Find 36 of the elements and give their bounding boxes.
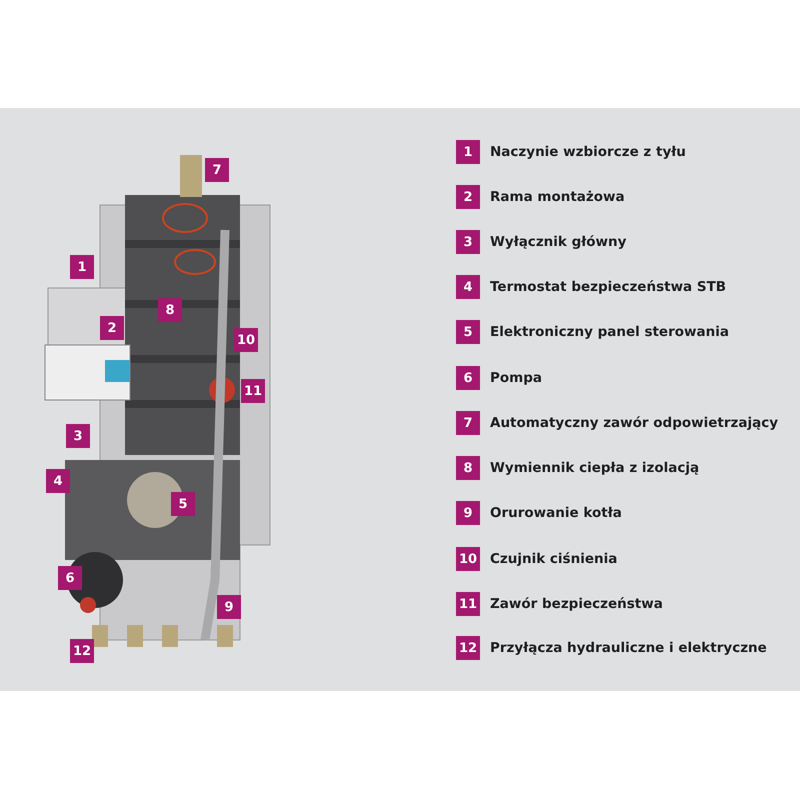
- callout-number: 2: [456, 185, 480, 209]
- callout-number: 10: [456, 547, 480, 571]
- callout-number: 6: [58, 566, 82, 590]
- callout-number: 5: [171, 492, 195, 516]
- part-name: Elektroniczny panel sterowania: [490, 323, 729, 342]
- part-name: Czujnik ciśnienia: [490, 550, 618, 569]
- part-name: Przyłącza hydrauliczne i elektryczne: [490, 639, 767, 658]
- part-name: Wymiennik ciepła z izolacją: [490, 459, 700, 478]
- callout-number: 1: [456, 140, 480, 164]
- callout-number: 10: [234, 328, 258, 352]
- part-name: Pompa: [490, 369, 542, 388]
- part-name: Automatyczny zawór odpowietrzający: [490, 414, 778, 433]
- callout-number: 11: [456, 592, 480, 616]
- part-name: Naczynie wzbiorcze z tyłu: [490, 143, 686, 162]
- part-name: Termostat bezpieczeństwa STB: [490, 278, 726, 297]
- callout-number: 7: [205, 158, 229, 182]
- callout-number: 9: [217, 595, 241, 619]
- part-name: Zawór bezpieczeństwa: [490, 595, 663, 614]
- part-name: Wyłącznik główny: [490, 233, 626, 252]
- part-name: Orurowanie kotła: [490, 504, 622, 523]
- callout-number: 3: [456, 230, 480, 254]
- callout-number: 9: [456, 501, 480, 525]
- callout-number: 1: [70, 255, 94, 279]
- callout-number: 7: [456, 411, 480, 435]
- callout-number: 11: [241, 379, 265, 403]
- callout-number: 12: [456, 636, 480, 660]
- callout-number: 5: [456, 320, 480, 344]
- callout-number: 12: [70, 639, 94, 663]
- callout-number: 8: [456, 456, 480, 480]
- callout-number: 6: [456, 366, 480, 390]
- callout-number: 4: [46, 469, 70, 493]
- callout-number: 3: [66, 424, 90, 448]
- callout-number: 8: [158, 298, 182, 322]
- callout-number: 2: [100, 316, 124, 340]
- callout-number: 4: [456, 275, 480, 299]
- part-name: Rama montażowa: [490, 188, 625, 207]
